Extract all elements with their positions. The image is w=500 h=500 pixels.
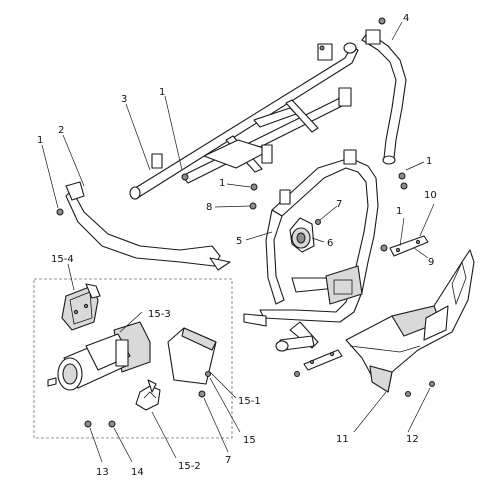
callout-15-4: 15-4	[51, 254, 74, 265]
callout-1-arm: 1	[37, 135, 43, 146]
fasteners	[249, 172, 435, 397]
callout-15-2: 15-2	[178, 461, 201, 472]
callout-1-right: 1	[426, 156, 432, 167]
callout-15-3: 15-3	[148, 309, 171, 320]
callout-1-mid: 1	[219, 178, 225, 189]
callout-7-bottom: 7	[225, 455, 231, 466]
part-15-2-hook	[135, 379, 161, 411]
callout-11: 11	[336, 434, 349, 445]
callout-4: 4	[403, 13, 409, 24]
part-9-bracket	[389, 235, 429, 257]
callout-3: 3	[121, 94, 127, 105]
part-4-side-tube	[361, 17, 407, 165]
callout-2: 2	[58, 125, 64, 136]
part-11-skid-plate	[345, 249, 475, 393]
part-3-bar-frame	[129, 42, 359, 200]
callout-5: 5	[236, 236, 242, 247]
callout-8: 8	[206, 202, 212, 213]
winch-kit-boundary	[33, 278, 233, 439]
callout-13: 13	[96, 467, 109, 478]
part-14-bolt	[108, 420, 116, 428]
part-15-1-control-box	[167, 327, 217, 385]
callout-7-top: 7	[336, 199, 342, 210]
part-7-bolt	[198, 390, 206, 398]
part-15-4-plate	[61, 283, 101, 331]
part-6-round-mount	[289, 217, 315, 253]
callout-15: 15	[243, 435, 256, 446]
part-2-bumper-arm	[56, 181, 231, 271]
callout-1-lower-right: 1	[396, 206, 402, 217]
part-5-front-frame	[243, 149, 379, 352]
callouts: 1 3 2 1 4 1 8 1 10 1 9 7 6 5 11 12 15-4 …	[37, 13, 437, 478]
callout-9: 9	[428, 257, 434, 268]
callout-12: 12	[406, 434, 419, 445]
callout-1-frame: 1	[159, 87, 165, 98]
callout-14: 14	[131, 467, 144, 478]
part-bracket-lower	[303, 349, 343, 371]
callout-6: 6	[327, 238, 333, 249]
callout-15-1: 15-1	[238, 396, 261, 407]
callout-10: 10	[424, 190, 437, 201]
part-13-nut	[84, 420, 92, 428]
leader-lines	[41, 21, 435, 463]
part-15-3-winch	[47, 321, 151, 391]
